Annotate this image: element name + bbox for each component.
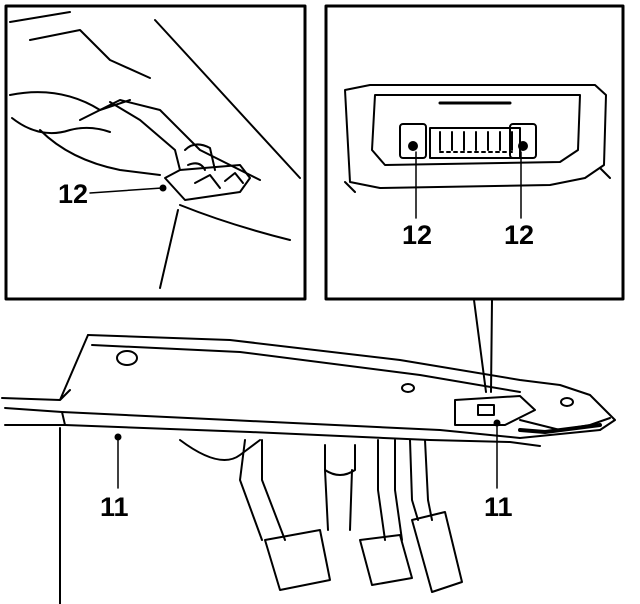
- leader-bottom-11b-dot: [493, 419, 501, 427]
- leader-bottom-11a-dot: [114, 433, 122, 441]
- right-detail-inset: [324, 4, 625, 301]
- callout-11-right: 11: [484, 492, 513, 522]
- trim-shape: [11, 117, 111, 135]
- pedal-arm-left: [239, 439, 286, 541]
- leader-left-12: [89, 187, 163, 194]
- dash-shadow-line: [518, 423, 602, 434]
- clip-slot-2: [224, 172, 244, 184]
- dash-left-end: [1, 334, 89, 426]
- callout-12-left-inset: 12: [58, 179, 89, 209]
- leader-left-12-dot: [159, 184, 167, 192]
- clip-right: [509, 123, 537, 159]
- pedal-arm-right: [409, 439, 433, 521]
- clip-left-screw: [408, 141, 418, 151]
- inset-pointer-lines: [473, 299, 493, 393]
- connector-pins: [439, 131, 513, 151]
- pedal-pad-left: [264, 529, 331, 591]
- diagonal-panel-line: [154, 19, 301, 179]
- master-cylinder: [324, 444, 356, 531]
- socket-housing-inner: [371, 94, 581, 166]
- callout-11-left: 11: [100, 492, 129, 522]
- right-inset-frame: [324, 4, 625, 301]
- callout-12-right-inset-a: 12: [402, 220, 433, 250]
- left-detail-inset: [4, 4, 307, 301]
- trim-shape-2: [39, 129, 161, 176]
- steering-support: [179, 439, 261, 461]
- pedal-pad-middle: [359, 534, 413, 586]
- pedal-arm-middle: [377, 439, 403, 541]
- callout-12-right-inset-b: 12: [504, 220, 535, 250]
- mount-hole-2: [401, 383, 415, 393]
- cable-line: [159, 209, 179, 289]
- mount-hole-1: [116, 350, 138, 366]
- mount-hole-3: [560, 397, 574, 407]
- dash-upper-edge: [9, 11, 151, 79]
- socket-cover: [454, 395, 536, 426]
- clip-housing: [164, 164, 251, 201]
- main-view: [1, 334, 616, 604]
- dash-panel-top: [87, 334, 616, 431]
- bracket-arm: [109, 101, 181, 171]
- left-inset-frame: [4, 4, 307, 301]
- clip-left: [399, 123, 427, 159]
- dash-lower-trim: [64, 424, 541, 447]
- housing-bottom-lip: [344, 167, 611, 193]
- dash-contour: [9, 91, 131, 111]
- dash-panel-bottom: [61, 411, 601, 439]
- socket-housing-outer: [344, 84, 607, 189]
- pedal-pad-right: [411, 511, 463, 593]
- lower-edge: [179, 204, 291, 241]
- clip-right-screw: [518, 141, 528, 151]
- connector-cylinder: [184, 143, 216, 171]
- clip-slot-1: [194, 174, 221, 189]
- dash-panel-top-2: [91, 344, 521, 393]
- socket-opening: [477, 404, 495, 416]
